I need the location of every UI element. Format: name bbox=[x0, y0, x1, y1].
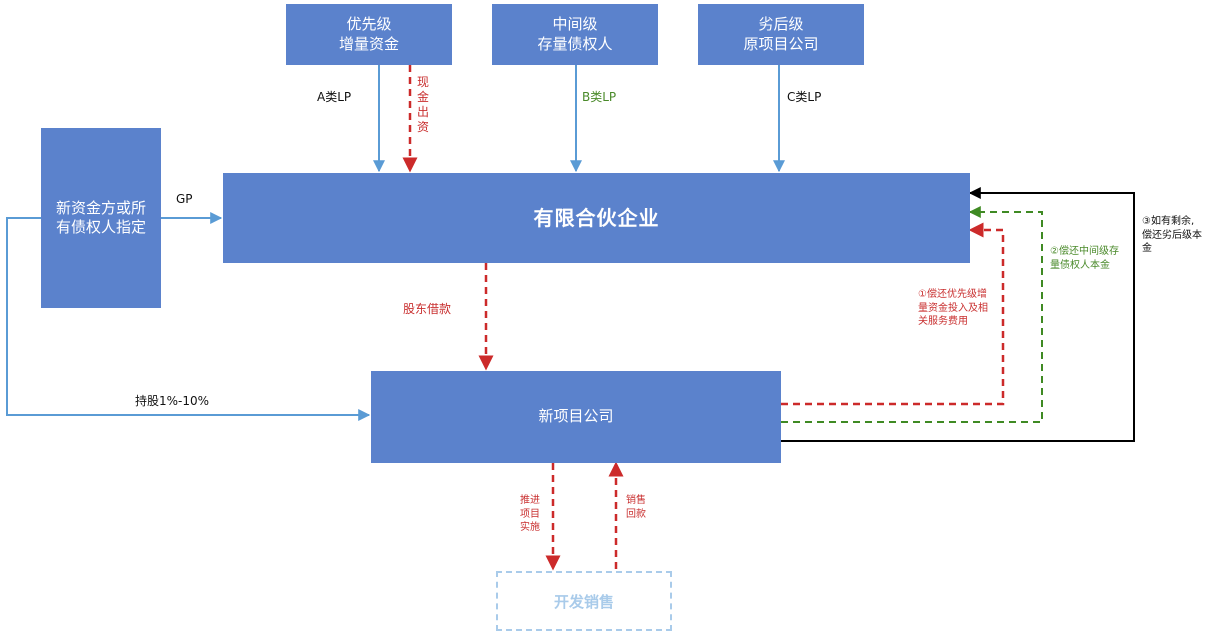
repay-junior-line1: ③如有剩余, bbox=[1142, 216, 1195, 227]
limited-partnership-box: 有限合伙企业 bbox=[223, 173, 970, 263]
development-sales-title: 开发销售 bbox=[553, 592, 614, 611]
class-a-lp-label: A类LP bbox=[317, 90, 352, 104]
senior-box-line2: 增量资金 bbox=[338, 34, 399, 53]
stake-label: 持股1%-10% bbox=[135, 394, 210, 408]
gp-label: GP bbox=[176, 192, 193, 206]
advance-project-line2: 项目 bbox=[520, 508, 540, 520]
repay-junior-label: ③如有剩余, 偿还劣后级本 金 bbox=[1142, 215, 1202, 256]
mezzanine-box-line1: 中间级 bbox=[552, 15, 598, 33]
development-sales-box: 开发销售 bbox=[496, 571, 672, 631]
class-c-lp-label: C类LP bbox=[787, 90, 822, 104]
advance-project-line3: 实施 bbox=[520, 522, 540, 533]
sales-receipts-line2: 回款 bbox=[626, 508, 646, 520]
new-project-company-title: 新项目公司 bbox=[538, 407, 614, 426]
mezzanine-existing-creditor-box: 中间级 存量债权人 bbox=[492, 4, 658, 65]
sales-receipts-line1: 销售 bbox=[626, 495, 646, 506]
repay-junior-line3: 金 bbox=[1142, 243, 1152, 254]
repay-senior-line1: ①偿还优先级增 bbox=[918, 289, 987, 300]
arrow-stake bbox=[6, 217, 371, 421]
repay-senior-line2: 量资金投入及相 bbox=[918, 302, 988, 314]
advance-project-label: 推进 项目 实施 bbox=[520, 494, 540, 535]
new-fund-box-line2: 有债权人指定 bbox=[55, 218, 146, 236]
advance-project-line1: 推进 bbox=[520, 495, 540, 506]
mezzanine-box-line2: 存量债权人 bbox=[537, 34, 613, 53]
junior-box-line1: 劣后级 bbox=[758, 15, 804, 33]
shareholder-loan-label: 股东借款 bbox=[403, 302, 452, 316]
junior-box-line2: 原项目公司 bbox=[743, 34, 819, 53]
class-b-lp-label: B类LP bbox=[582, 90, 617, 104]
junior-original-project-company-box: 劣后级 原项目公司 bbox=[698, 4, 864, 65]
senior-increment-capital-box: 优先级 增量资金 bbox=[286, 4, 452, 65]
repay-junior-line2: 偿还劣后级本 bbox=[1142, 229, 1202, 241]
arrow-repay-junior bbox=[781, 187, 1135, 442]
repay-senior-line3: 关服务费用 bbox=[918, 316, 968, 327]
cash-contribution-label: 现金出资 bbox=[416, 75, 429, 134]
new-project-company-box: 新项目公司 bbox=[371, 371, 781, 463]
sales-receipts-label: 销售 回款 bbox=[626, 494, 646, 521]
repay-mezzanine-line2: 量债权人本金 bbox=[1050, 259, 1110, 271]
repay-mezzanine-line1: ②偿还中间级存 bbox=[1050, 246, 1119, 257]
new-fund-provider-box: 新资金方或所 有债权人指定 bbox=[41, 128, 161, 308]
repay-mezzanine-label: ②偿还中间级存 量债权人本金 bbox=[1050, 245, 1119, 272]
repay-senior-label: ①偿还优先级增 量资金投入及相 关服务费用 bbox=[918, 288, 988, 329]
senior-box-line1: 优先级 bbox=[346, 15, 392, 33]
new-fund-box-line1: 新资金方或所 bbox=[55, 198, 146, 217]
arrow-repay-mezzanine bbox=[781, 206, 1043, 423]
partnership-title: 有限合伙企业 bbox=[533, 206, 660, 230]
arrow-repay-senior bbox=[781, 222, 1005, 406]
